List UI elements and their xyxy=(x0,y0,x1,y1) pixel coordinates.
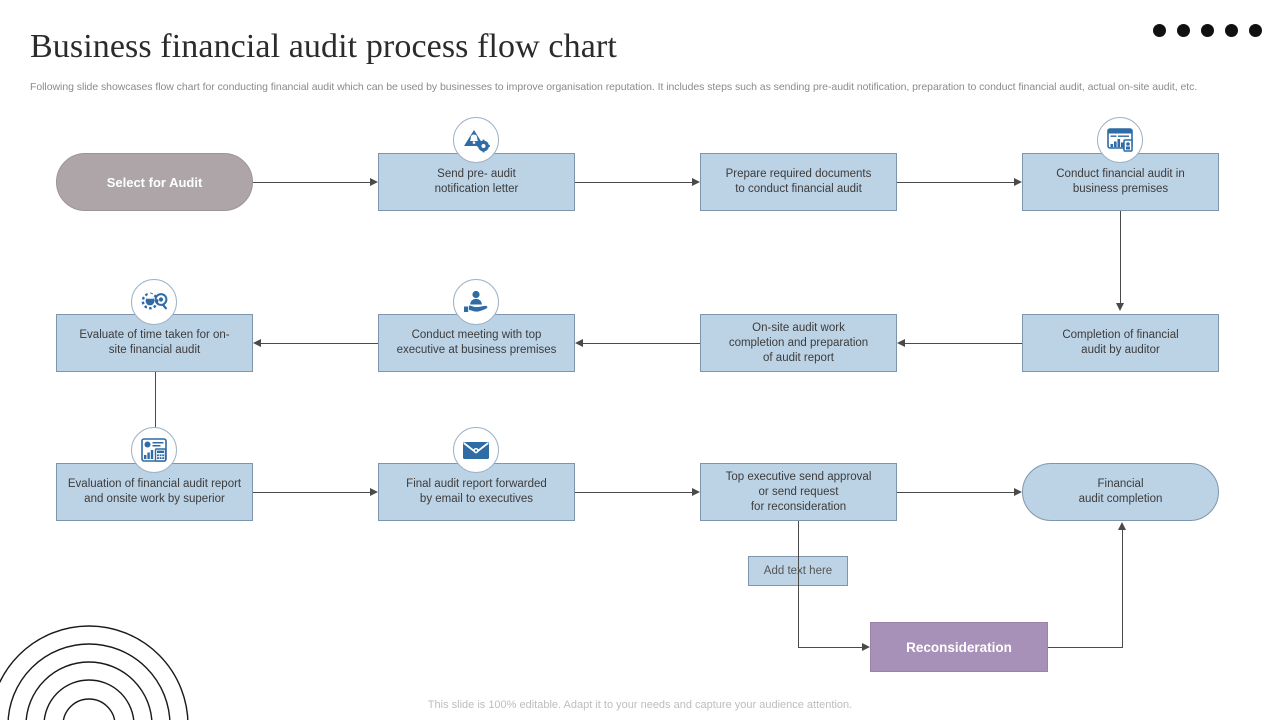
connector-meeting-to-evaluate xyxy=(261,343,378,344)
connector-onsite-to-meeting xyxy=(583,343,700,344)
connector-evaluate-to-superior xyxy=(155,372,156,455)
page-subtitle: Following slide showcases flow chart for… xyxy=(30,81,1198,93)
arrowhead-icon xyxy=(692,487,700,496)
hand-person-icon xyxy=(453,279,499,325)
dot-icon xyxy=(1249,24,1262,37)
dot-icon xyxy=(1177,24,1190,37)
arrowhead-icon xyxy=(1014,177,1022,186)
alert-bell-gear-icon xyxy=(453,117,499,163)
decorative-dots xyxy=(1153,24,1262,37)
connector-final-to-executive xyxy=(575,492,692,493)
connector-addtext-to-reconsideration xyxy=(798,647,862,648)
connector-executive-to-addtext xyxy=(798,521,799,647)
connector-prepare-to-conduct xyxy=(897,182,1014,183)
dot-icon xyxy=(1201,24,1214,37)
audit-dashboard-icon xyxy=(1097,117,1143,163)
dot-icon xyxy=(1225,24,1238,37)
connector-select-to-preaudit xyxy=(253,182,370,183)
arrowhead-icon xyxy=(897,338,905,347)
connector-superior-to-final xyxy=(253,492,370,493)
node-label: Evaluate of time taken for on-site finan… xyxy=(79,329,230,356)
arrowhead-icon xyxy=(862,642,870,651)
arrowhead-icon xyxy=(370,487,378,496)
dot-icon xyxy=(1153,24,1166,37)
connector-reconsideration-right xyxy=(1048,647,1123,648)
connector-reconsideration-up xyxy=(1122,530,1123,647)
arrowhead-icon xyxy=(575,338,583,347)
node-reconsideration[interactable]: Reconsideration xyxy=(870,622,1048,672)
connector-conduct-to-completion xyxy=(1120,211,1121,306)
footer-note: This slide is 100% editable. Adapt it to… xyxy=(427,699,853,711)
report-calculator-icon xyxy=(131,427,177,473)
arrowhead-icon xyxy=(370,177,378,186)
node-label: Select for Audit xyxy=(106,174,203,190)
arrowhead-icon xyxy=(253,338,261,347)
connector-preaudit-to-prepare xyxy=(575,182,692,183)
envelope-icon xyxy=(453,427,499,473)
connector-executive-to-completion xyxy=(897,492,1014,493)
arrowhead-icon xyxy=(1014,487,1022,496)
decorative-rings xyxy=(0,601,197,720)
arrowhead-icon xyxy=(1117,522,1126,530)
clock-gear-magnifier-icon xyxy=(131,279,177,325)
connector-completion-to-onsite xyxy=(905,343,1022,344)
arrowhead-icon xyxy=(1115,303,1124,311)
node-select-for-audit[interactable]: Select for Audit xyxy=(56,153,253,211)
page-title: Business financial audit process flow ch… xyxy=(30,28,617,65)
node-label: Reconsideration xyxy=(906,639,1012,655)
arrowhead-icon xyxy=(692,177,700,186)
